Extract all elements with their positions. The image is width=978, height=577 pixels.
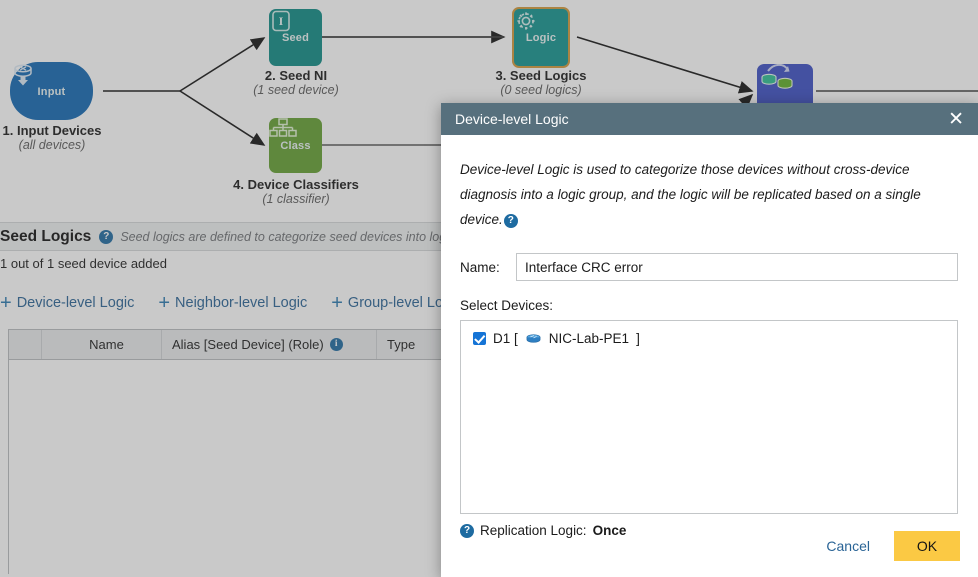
name-field-row: Name: — [460, 253, 958, 281]
table-header-alias-label: Alias [Seed Device] (Role) — [172, 337, 324, 352]
node-badge-seed: Seed — [281, 32, 310, 44]
table-header-alias[interactable]: Alias [Seed Device] (Role) i — [162, 330, 377, 359]
device-checkbox[interactable] — [473, 332, 486, 345]
dialog-description: Device-level Logic is used to categorize… — [460, 157, 958, 232]
node-sublabel-text: (1 seed device) — [253, 83, 339, 97]
add-button-label: Group-level Logic — [347, 295, 462, 311]
add-neighbor-level-logic-button[interactable]: + Neighbor-level Logic — [158, 292, 308, 314]
seed-device-count: 1 out of 1 seed device added — [0, 256, 167, 271]
svg-text:I: I — [279, 14, 284, 28]
node-label-text: 2. Seed NI — [264, 68, 328, 83]
dialog-title: Device-level Logic — [455, 111, 569, 127]
dialog-description-text: Device-level Logic is used to categorize… — [460, 162, 921, 227]
node-sublabel-text: (1 classifier) — [262, 192, 330, 206]
node-badge-input: Input — [37, 85, 66, 98]
page-title: Seed Logics — [0, 227, 92, 245]
node-badge-class: Class — [280, 140, 311, 152]
list-item[interactable]: D1 [ NIC-Lab-PE1 ] — [473, 331, 947, 346]
add-button-label: Device-level Logic — [16, 295, 135, 311]
replication-logic-value: Once — [592, 523, 627, 538]
replication-logic-row: ? Replication Logic: Once — [460, 523, 958, 538]
node-sublabel-text: (all devices) — [18, 138, 86, 152]
device-label-prefix: D1 [ — [493, 331, 518, 346]
diagram-label-classifier: 4. Device Classifiers (1 classifier) — [222, 177, 370, 207]
diagram-label-logic: 3. Seed Logics (0 seed logics) — [481, 68, 601, 98]
match-databases-icon — [761, 64, 793, 89]
info-icon[interactable]: i — [329, 338, 343, 351]
section-hint: Seed logics are defined to categorize se… — [120, 229, 491, 244]
cancel-button[interactable]: Cancel — [826, 538, 870, 554]
help-icon[interactable]: ? — [503, 214, 518, 228]
gear-icon — [517, 12, 535, 30]
diagram-node-logic[interactable]: Logic — [512, 7, 570, 68]
diagram-node-input[interactable]: Input — [10, 62, 93, 120]
table-header-name[interactable]: Name — [42, 330, 162, 359]
add-device-level-logic-button[interactable]: + Device-level Logic — [0, 292, 135, 314]
seed-letter-icon: I — [272, 10, 290, 32]
input-database-icon — [14, 64, 32, 86]
select-devices-list[interactable]: D1 [ NIC-Lab-PE1 ] — [460, 320, 958, 514]
device-level-logic-dialog: Device-level Logic ✕ Device-level Logic … — [441, 103, 978, 577]
diagram-node-classifier[interactable]: Class — [269, 118, 322, 173]
node-label-text: 4. Device Classifiers — [233, 177, 359, 192]
add-button-label: Neighbor-level Logic — [175, 295, 308, 311]
plus-icon: + — [331, 292, 343, 314]
node-label-text: 3. Seed Logics — [495, 68, 587, 83]
add-logic-toolbar: + Device-level Logic + Neighbor-level Lo… — [0, 292, 462, 314]
node-badge-logic: Logic — [525, 32, 557, 44]
router-icon — [526, 334, 541, 343]
dialog-footer: Cancel OK — [816, 531, 960, 561]
ok-button[interactable]: OK — [894, 531, 960, 561]
plus-icon: + — [0, 292, 12, 314]
diagram-label-input: 1. Input Devices (all devices) — [0, 123, 104, 153]
name-input[interactable] — [516, 253, 958, 281]
diagram-label-seed: 2. Seed NI (1 seed device) — [234, 68, 358, 98]
select-devices-label: Select Devices: — [460, 298, 554, 313]
replication-logic-label: Replication Logic: — [480, 523, 587, 538]
add-group-level-logic-button[interactable]: + Group-level Logic — [331, 292, 462, 314]
help-icon[interactable]: ? — [460, 523, 474, 538]
device-name: NIC-Lab-PE1 — [548, 331, 630, 346]
node-sublabel-text: (0 seed logics) — [500, 83, 582, 97]
close-icon[interactable]: ✕ — [948, 108, 964, 130]
dialog-title-bar: Device-level Logic ✕ — [441, 103, 978, 135]
device-label-suffix: ] — [636, 331, 640, 346]
plus-icon: + — [158, 292, 171, 314]
diagram-node-seed[interactable]: I Seed — [269, 9, 322, 66]
hierarchy-icon — [269, 118, 297, 137]
dialog-body: Device-level Logic is used to categorize… — [441, 135, 978, 538]
help-icon[interactable]: ? — [99, 229, 114, 244]
name-label: Name: — [460, 259, 500, 275]
table-header-checkbox — [9, 330, 42, 359]
node-label-text: 1. Input Devices — [2, 123, 102, 138]
